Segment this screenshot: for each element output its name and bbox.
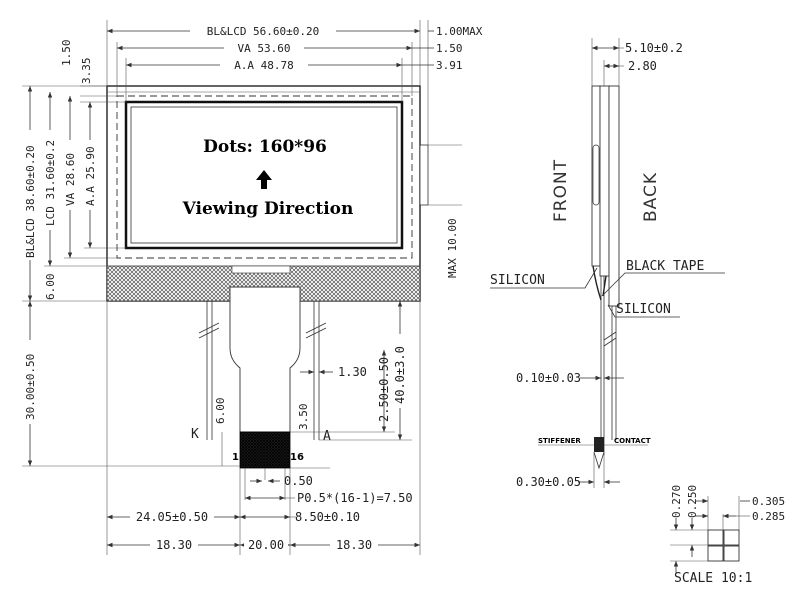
dim-aa-width: A.A 48.78 bbox=[234, 59, 294, 72]
dim-k600: 6.00 bbox=[214, 398, 227, 425]
dim-1830-right: 18.30 bbox=[336, 538, 372, 552]
dim-0270: 0.270 bbox=[670, 485, 683, 518]
strip-notch bbox=[231, 265, 291, 274]
side-back-plate bbox=[608, 85, 620, 307]
dim-850: 8.50±0.10 bbox=[295, 510, 360, 524]
active-area-inner bbox=[130, 106, 398, 244]
side-tab bbox=[592, 144, 600, 206]
dim-bl-lcd-width: BL&LCD 56.60±0.20 bbox=[207, 25, 320, 38]
dim-510: 5.10±0.2 bbox=[625, 41, 683, 55]
dim-left-150: 1.50 bbox=[60, 40, 73, 67]
wire-break-right bbox=[305, 322, 327, 339]
right-tab bbox=[419, 144, 429, 206]
dim-030: 0.30±0.05 bbox=[516, 475, 581, 489]
fpc-tail bbox=[229, 286, 301, 433]
pin-k-label: K bbox=[191, 427, 199, 442]
dim-010: 0.10±0.03 bbox=[516, 371, 581, 385]
fpc-connector bbox=[239, 431, 291, 469]
dim-2000: 20.00 bbox=[248, 538, 284, 552]
dim-pitch: P0.5*(16-1)=7.50 bbox=[297, 491, 413, 505]
dim-1830-left: 18.30 bbox=[156, 538, 192, 552]
side-stiffener bbox=[594, 437, 604, 452]
pixel-detail: 0.305 0.285 0.270 0.250 SCALE 10:1 bbox=[670, 485, 785, 586]
dim-fpc-length: 30.00±0.50 bbox=[24, 354, 37, 420]
dim-right-391: 3.91 bbox=[436, 59, 463, 72]
black-tape-label: BLACK TAPE bbox=[626, 259, 704, 274]
dots-label: Dots: 160*96 bbox=[203, 137, 327, 157]
dim-bl-lcd-height: BL&LCD 38.60±0.20 bbox=[24, 145, 37, 258]
dim-max-thickness: MAX 10.00 bbox=[446, 218, 459, 278]
back-label: BACK bbox=[641, 172, 661, 222]
stiffener-label: STIFFENER bbox=[538, 437, 581, 445]
pin-16-label: 16 bbox=[290, 452, 304, 463]
dim-right-150: 1.50 bbox=[436, 42, 463, 55]
dim-0305: 0.305 bbox=[752, 495, 785, 508]
front-label: FRONT bbox=[551, 159, 571, 222]
dim-va-width: VA 53.60 bbox=[238, 42, 291, 55]
dim-0250: 0.250 bbox=[686, 485, 699, 518]
side-contact-tip bbox=[593, 451, 605, 470]
silicon-right-label: SILICON bbox=[616, 302, 671, 317]
wire-break-left bbox=[198, 322, 220, 339]
dim-max-right: 1.00MAX bbox=[436, 25, 483, 38]
side-wire-break bbox=[603, 331, 617, 347]
dim-aa-height: A.A 25.90 bbox=[84, 146, 97, 206]
pin-a-label: A bbox=[323, 429, 331, 444]
dim-va-height: VA 28.60 bbox=[64, 153, 77, 206]
side-view: FRONT BACK 5.10±0.2 2.80 SILICON BLACK T… bbox=[490, 38, 725, 489]
side-fpc-bend bbox=[592, 265, 607, 301]
active-area-outline bbox=[124, 100, 404, 250]
dim-left-335: 3.35 bbox=[80, 58, 93, 85]
pixel-3 bbox=[707, 545, 724, 562]
dim-0285: 0.285 bbox=[752, 510, 785, 523]
dim-050: 0.50 bbox=[284, 474, 313, 488]
pixel-4 bbox=[723, 545, 740, 562]
dim-400: 40.0±3.0 bbox=[393, 346, 407, 404]
contact-label: CONTACT bbox=[614, 437, 651, 445]
dim-130: 1.30 bbox=[338, 365, 367, 379]
dim-lcd-height: LCD 31.60±0.2 bbox=[44, 140, 57, 226]
viewing-area-outline bbox=[116, 95, 413, 259]
scale-label: SCALE 10:1 bbox=[674, 571, 752, 586]
dim-250: 2.50±0.50 bbox=[377, 357, 391, 422]
silicon-left-label: SILICON bbox=[490, 273, 545, 288]
dim-2405: 24.05±0.50 bbox=[136, 510, 208, 524]
side-backlight bbox=[599, 85, 610, 277]
viewing-direction-label: Viewing Direction bbox=[182, 199, 354, 219]
dim-350: 3.50 bbox=[297, 404, 310, 431]
up-arrow-icon bbox=[256, 170, 272, 189]
pixel-2 bbox=[723, 529, 740, 546]
front-view: Dots: 160*96 Viewing Direction 1 16 K A … bbox=[22, 20, 483, 555]
pixel-1 bbox=[707, 529, 724, 546]
dim-bottom-600: 6.00 bbox=[44, 274, 57, 301]
dim-280: 2.80 bbox=[628, 59, 657, 73]
pin-1-label: 1 bbox=[232, 452, 239, 463]
